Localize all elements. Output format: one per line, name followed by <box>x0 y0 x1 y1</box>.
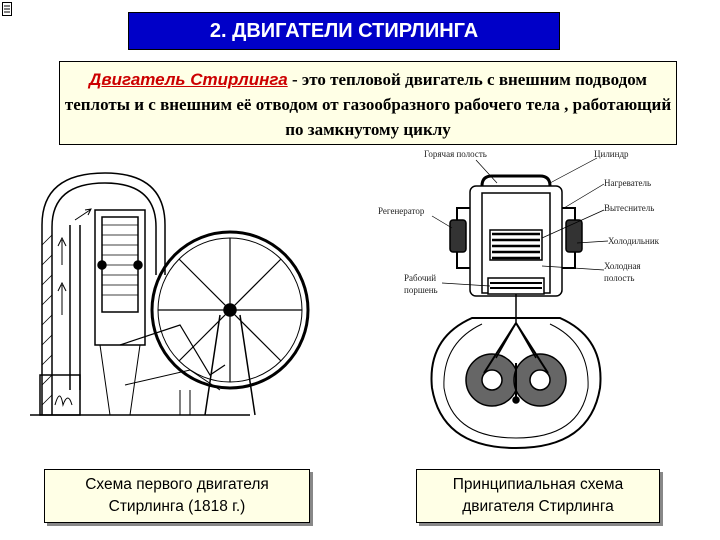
label-heater: Нагреватель <box>604 178 651 188</box>
label-piston-2: поршень <box>404 285 438 295</box>
label-cylinder: Цилиндр <box>594 149 629 159</box>
left-caption-line1: Схема первого двигателя <box>85 476 269 493</box>
definition-box: Двигатель Стирлинга - это тепловой двига… <box>59 61 677 145</box>
slide-title: 2. ДВИГАТЕЛИ СТИРЛИНГА <box>128 12 560 50</box>
right-caption-line1: Принципиальная схема <box>452 476 624 493</box>
stirling-principle-diagram: Горячая полость Цилиндр Нагреватель Выте… <box>378 149 660 450</box>
first-stirling-engine-diagram <box>30 172 310 416</box>
left-caption: Схема первого двигателя Стирлинга (1818 … <box>44 469 310 523</box>
label-cooler: Холодильник <box>608 236 660 246</box>
right-caption-line2: двигателя Стирлинга <box>462 498 614 515</box>
label-piston-1: Рабочий <box>404 273 436 283</box>
document-icon <box>2 2 12 16</box>
right-caption: Принципиальная схема двигателя Стирлинга <box>416 469 660 523</box>
label-cold-cavity-2: полость <box>604 273 634 283</box>
label-hot-cavity: Горячая полость <box>424 149 487 159</box>
label-displacer: Вытеснитель <box>604 203 654 213</box>
left-caption-line2: Стирлинга (1818 г.) <box>108 498 246 515</box>
definition-term: Двигатель Стирлинга <box>89 70 288 89</box>
label-regenerator: Регенератор <box>378 206 425 216</box>
definition-text: - это тепловой двигатель с внешним подво… <box>64 70 672 139</box>
label-cold-cavity-1: Холодная <box>604 261 641 271</box>
